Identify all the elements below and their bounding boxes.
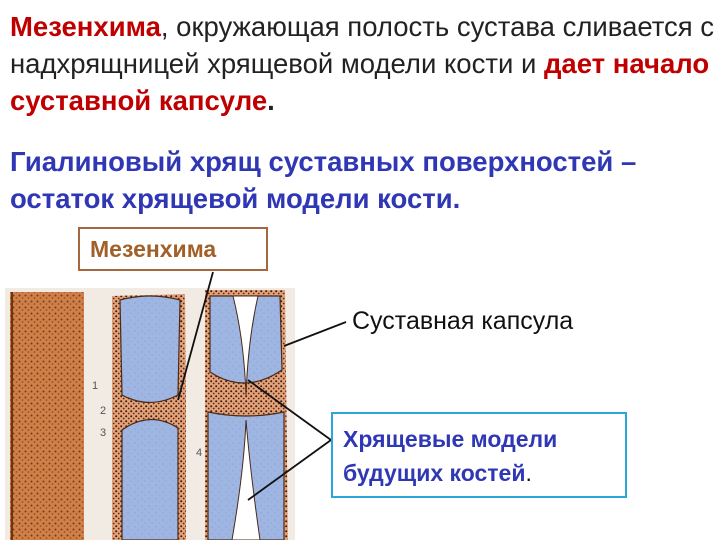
figure-number-1: 1 bbox=[92, 380, 98, 392]
mesenchyme-pointer-line bbox=[177, 271, 214, 401]
stage2-upper-cartilage bbox=[119, 295, 181, 404]
stage3-upper-cavity bbox=[232, 295, 259, 396]
models-pointer-line-upper bbox=[247, 379, 332, 441]
figure-number-4: 4 bbox=[196, 447, 202, 459]
figure-number-2: 2 bbox=[100, 405, 106, 417]
models-pointer-line-lower bbox=[247, 439, 332, 501]
hyaline-paragraph: Гиалиновый хрящ суставных поверхностей –… bbox=[10, 146, 637, 214]
mesenchyme-label: Мезенхима bbox=[78, 227, 268, 271]
intro-text: , окружающая полость сустава сливается с… bbox=[10, 11, 715, 79]
capsule-pointer-line bbox=[283, 321, 347, 347]
capsule-phrase: дает начало суставной капсуле bbox=[10, 48, 710, 116]
cartilage-models-text: Хрящевые модели будущих костей bbox=[343, 426, 558, 486]
stage3-lower-cavity bbox=[231, 419, 261, 540]
mesenchyme-column bbox=[10, 292, 84, 540]
cartilage-models-dot: . bbox=[525, 460, 532, 486]
intro-paragraph: Мезенхима, окружающая полость сустава сл… bbox=[10, 8, 715, 119]
term-mesenchyme: Мезенхима bbox=[10, 11, 161, 42]
intro-period: . bbox=[267, 85, 275, 116]
cartilage-models-label: Хрящевые модели будущих костей. bbox=[331, 412, 627, 498]
figure-number-3: 3 bbox=[100, 427, 106, 439]
capsule-label: Суставная капсула bbox=[352, 307, 574, 335]
stage2-lower-cartilage bbox=[121, 418, 179, 540]
